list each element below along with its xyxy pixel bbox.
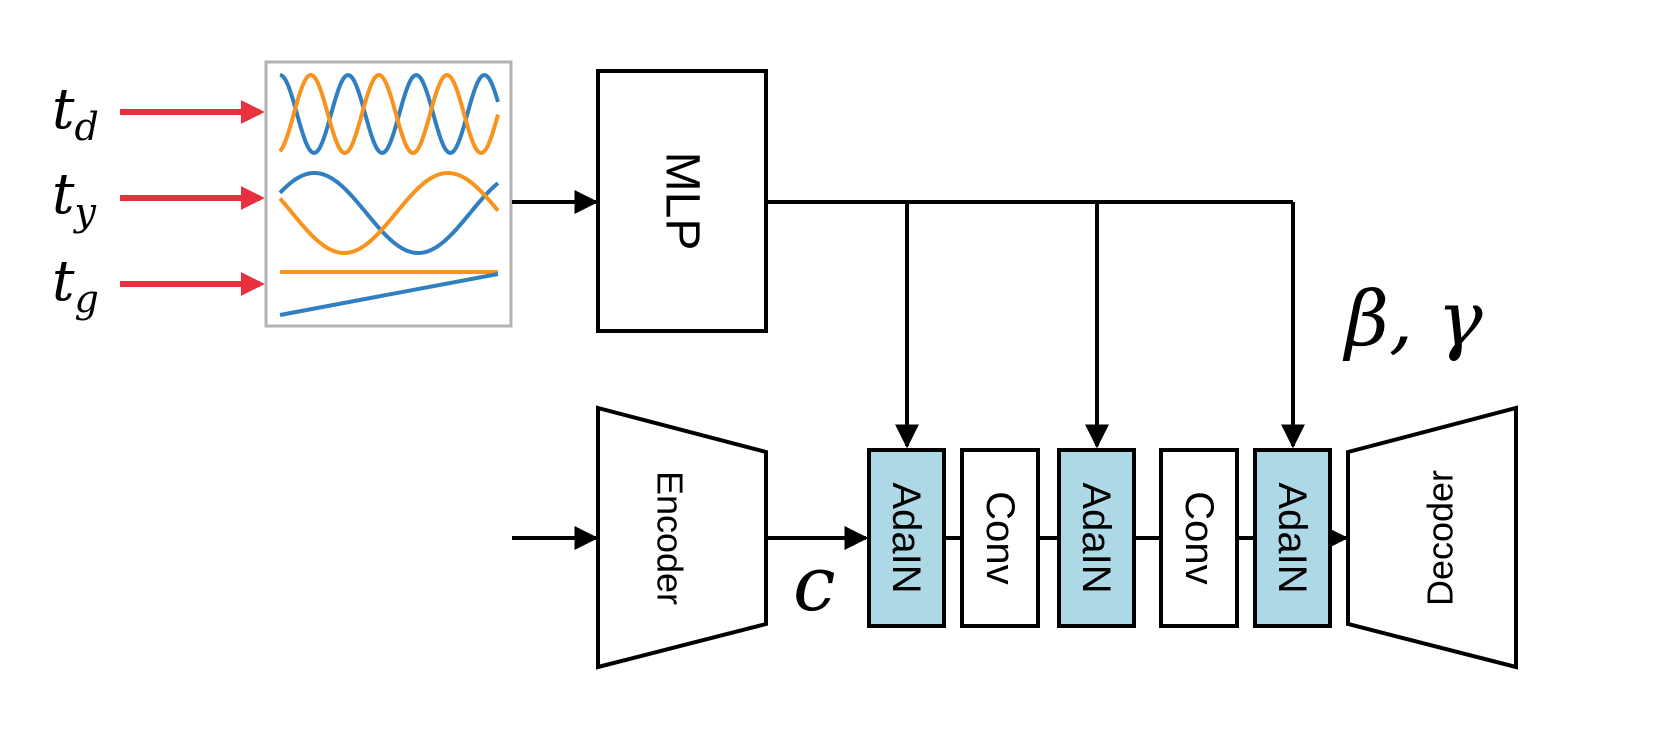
encoder-block: Encoder (596, 405, 768, 670)
content-code-label: c (793, 539, 836, 628)
decoder-label: Decoder (1420, 470, 1461, 606)
curve-t-g-blue (279, 272, 499, 317)
adain-params-label: β, γ (1342, 274, 1483, 363)
encoder-shape (596, 405, 768, 670)
curve-t-y-orange (278, 170, 500, 256)
embedding-plot-frame (264, 60, 513, 328)
adain-label-1: AdaIN (884, 482, 928, 593)
input-label-t-y: ty (52, 162, 97, 234)
mlp-label: MLP (656, 152, 709, 251)
embedding-plot (264, 60, 513, 328)
adain-block-3: AdaIN (1253, 448, 1332, 628)
conv-label-2: Conv (1177, 491, 1221, 584)
curve-t-y-blue (278, 170, 500, 255)
conv-box-2 (1159, 448, 1239, 628)
curve-t-d-blue (279, 72, 500, 156)
encoder-label: Encoder (650, 471, 691, 605)
decoder-shape (1346, 405, 1518, 670)
adain-box-3 (1253, 448, 1332, 628)
adain-label-2: AdaIN (1074, 482, 1118, 593)
adain-block-1: AdaIN (867, 448, 946, 628)
conv-box-1 (960, 448, 1040, 628)
adain-block-2: AdaIN (1057, 448, 1136, 628)
decoder-block: Decoder (1346, 405, 1518, 670)
adain-label-3: AdaIN (1270, 482, 1314, 593)
input-label-t-g: tg (52, 249, 99, 321)
input-label-t-d: td (52, 77, 99, 149)
adain-box-2 (1057, 448, 1136, 628)
mlp-block: MLP (596, 69, 768, 333)
conv-label-1: Conv (978, 491, 1022, 584)
conv-block-1: Conv (960, 448, 1040, 628)
curve-t-d-orange (278, 73, 500, 155)
conv-block-2: Conv (1159, 448, 1239, 628)
adain-box-1 (867, 448, 946, 628)
